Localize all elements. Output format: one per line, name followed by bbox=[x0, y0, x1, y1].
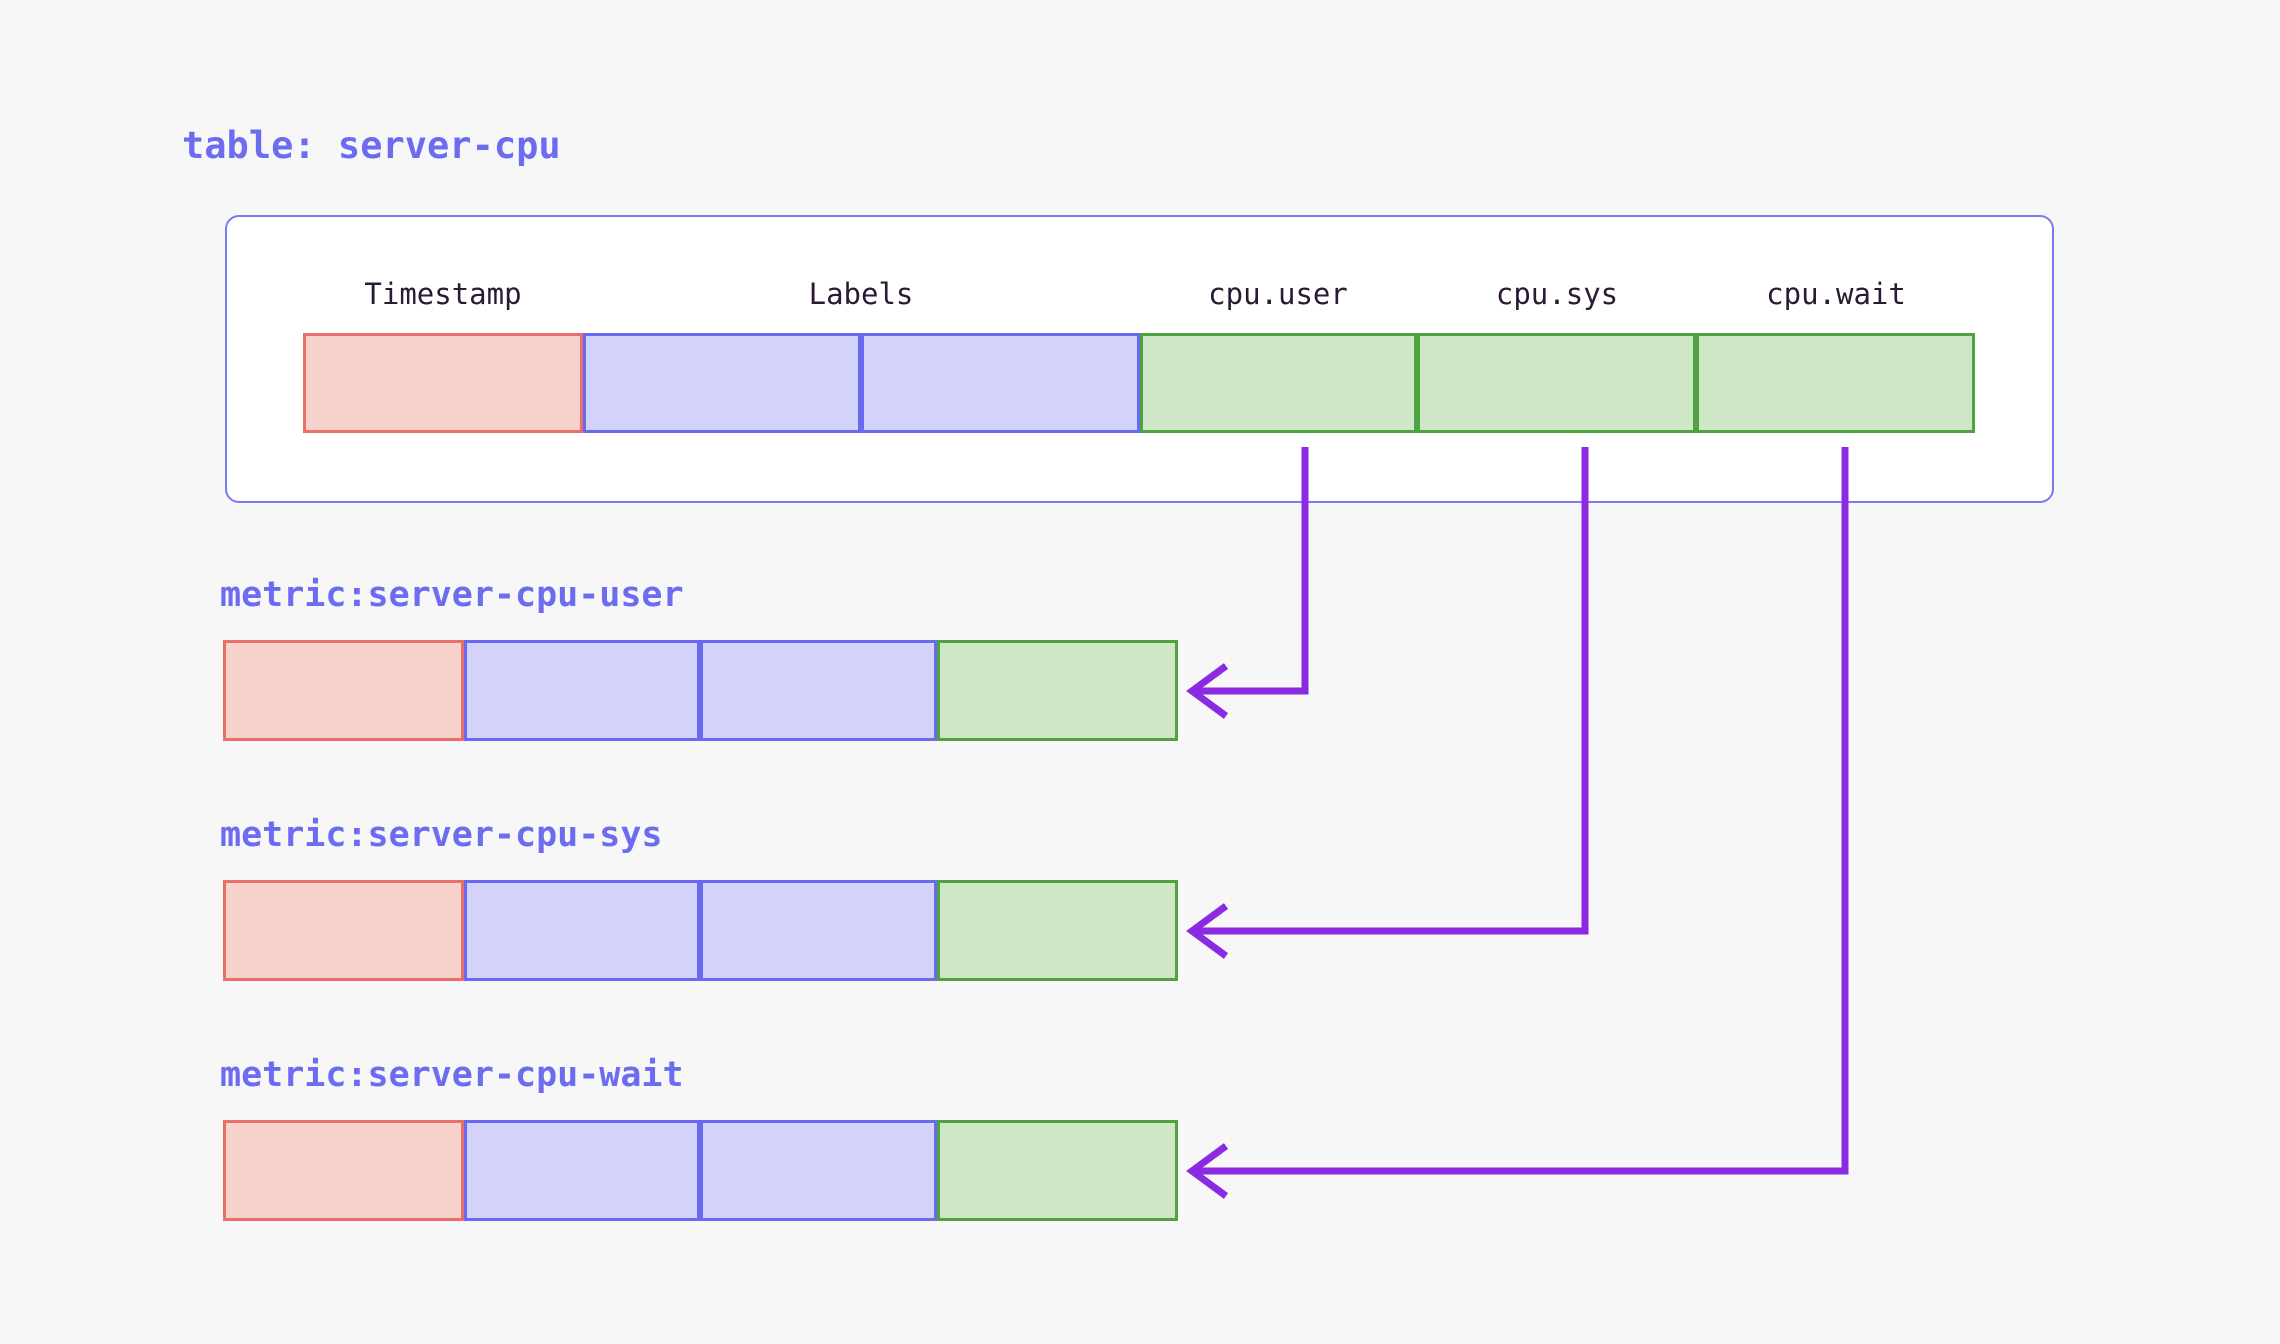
metric-cell-timestamp bbox=[223, 640, 464, 741]
metric-title-server-cpu-sys: metric:server-cpu-sys bbox=[220, 815, 663, 855]
table-cell-cpu-sys bbox=[1417, 333, 1696, 433]
table-cell-labels-1 bbox=[583, 333, 861, 433]
metric-title-server-cpu-user: metric:server-cpu-user bbox=[220, 575, 684, 615]
metric-cell-labels-1 bbox=[464, 880, 700, 981]
table-cell-cpu-wait bbox=[1696, 333, 1975, 433]
column-header-cpu-sys: cpu.sys bbox=[1495, 277, 1619, 311]
column-header-cpu-user: cpu.user bbox=[1208, 277, 1348, 311]
connector-line-2 bbox=[1192, 447, 1589, 935]
column-header-timestamp: Timestamp bbox=[364, 277, 522, 311]
metric-cell-value bbox=[937, 1120, 1178, 1221]
metric-cell-labels-1 bbox=[464, 1120, 700, 1221]
metric-cell-labels-2 bbox=[700, 1120, 937, 1221]
table-cell-labels-2 bbox=[861, 333, 1140, 433]
table-title: table: server-cpu bbox=[182, 124, 561, 167]
connector-arrowhead-3 bbox=[1186, 1143, 1229, 1199]
metric-cell-labels-1 bbox=[464, 640, 700, 741]
metric-cell-labels-2 bbox=[700, 880, 937, 981]
metric-title-server-cpu-wait: metric:server-cpu-wait bbox=[220, 1055, 684, 1095]
connector-arrowhead-2 bbox=[1186, 903, 1229, 959]
metric-cell-timestamp bbox=[223, 1120, 464, 1221]
metric-cell-labels-2 bbox=[700, 640, 937, 741]
metric-cell-value bbox=[937, 880, 1178, 981]
metric-cell-timestamp bbox=[223, 880, 464, 981]
column-header-labels: Labels bbox=[808, 277, 914, 311]
connector-line-3 bbox=[1192, 447, 1849, 1175]
table-cell-timestamp bbox=[303, 333, 583, 433]
connector-arrowhead-1 bbox=[1186, 663, 1229, 719]
table-cell-cpu-user bbox=[1140, 333, 1417, 433]
column-header-cpu-wait: cpu.wait bbox=[1766, 277, 1906, 311]
metric-cell-value bbox=[937, 640, 1178, 741]
